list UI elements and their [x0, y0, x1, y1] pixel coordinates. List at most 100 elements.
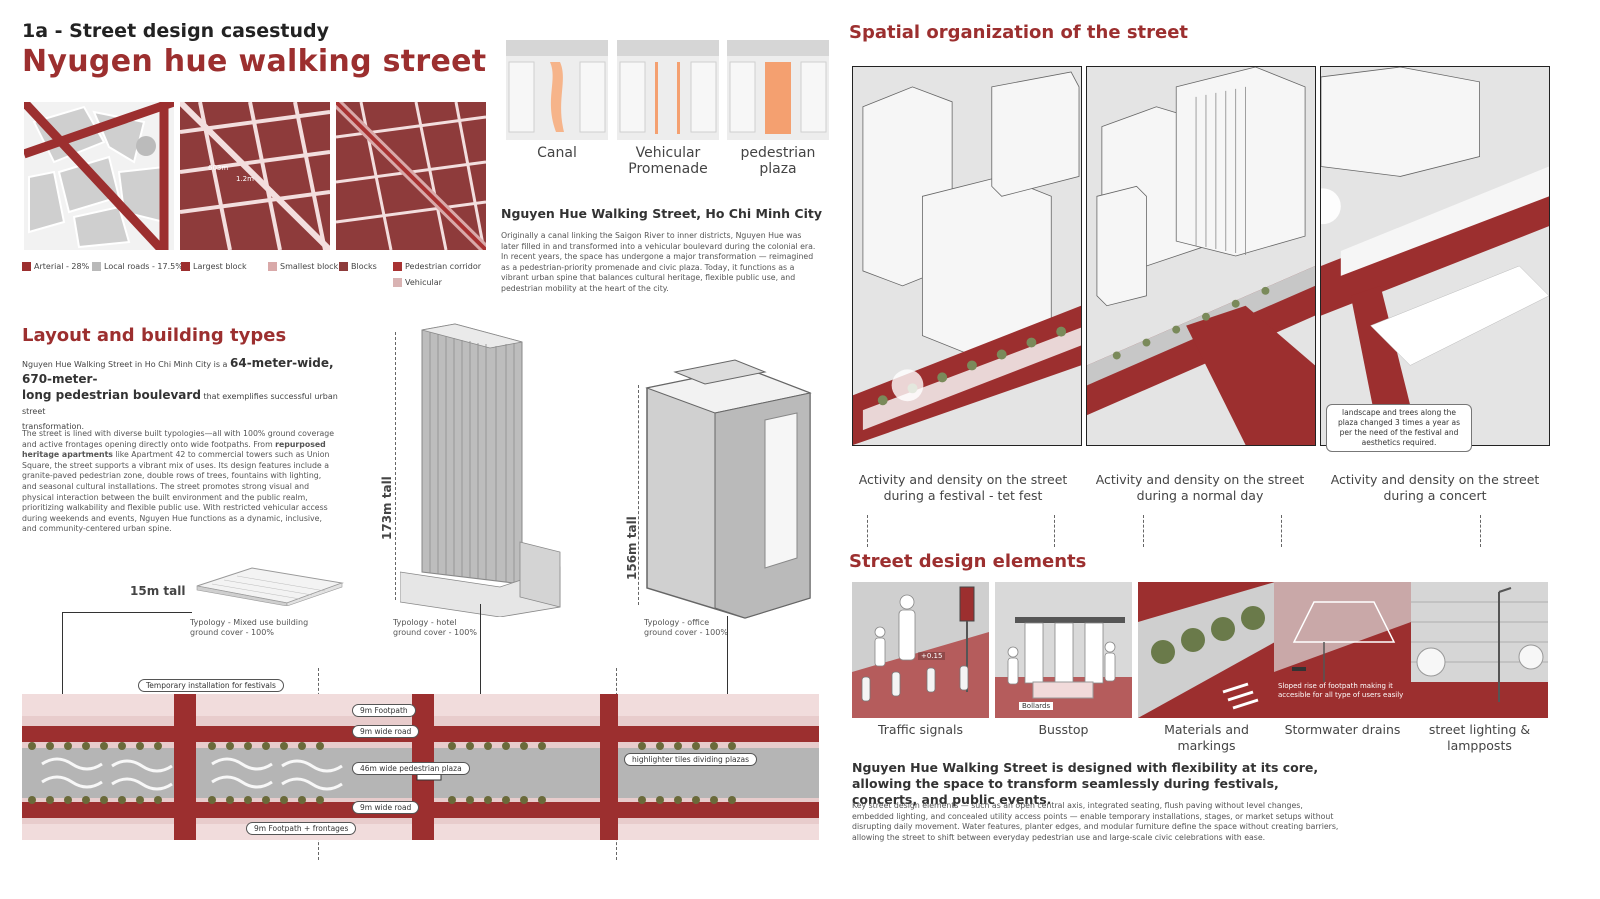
mixed-use-caption: Typology - Mixed use building ground cov…: [190, 618, 308, 638]
stormwater-label: Sloped rise of footpath making it accesi…: [1278, 682, 1404, 699]
caption-traffic-signals: Traffic signals: [877, 722, 964, 737]
page-kicker: 1a - Street design casestudy: [22, 20, 329, 42]
legend-swatch: [268, 262, 277, 271]
legend-label: Largest block: [193, 262, 247, 271]
closing-body: Key street design elements — such as an …: [852, 801, 1339, 842]
legend-swatch: [393, 262, 402, 271]
leader-line: [62, 612, 63, 696]
tag-highlighter-tiles: highlighter tiles dividing plazas: [624, 753, 758, 766]
legend-label: Arterial - 28%: [34, 262, 90, 271]
element-lighting: [1411, 582, 1548, 718]
bollards-label: Bollards: [1019, 702, 1054, 710]
spatial-heading: Spatial organization of the street: [849, 22, 1189, 43]
lead-text: Nguyen Hue Walking Street in Ho Chi Minh…: [22, 360, 228, 369]
leader-line: [62, 612, 192, 613]
caption-lighting: street lighting & lampposts: [1428, 722, 1531, 753]
spatial-panel-normal: [1086, 66, 1316, 446]
legend-label: Local roads - 17.5%: [104, 262, 183, 271]
caption-busstop: Busstop: [1038, 722, 1089, 737]
tag-footpath-bottom: 9m Footpath + frontages: [246, 822, 357, 835]
tag-road-bottom: 9m wide road: [352, 801, 420, 814]
typology-text: Typology - Mixed use building: [190, 618, 309, 627]
hotel-height-dimension: [395, 332, 396, 600]
legend-swatch: [339, 262, 348, 271]
legend-label: Smallest block: [280, 262, 339, 271]
legend-label: Blocks: [351, 262, 377, 271]
guide-line: [1281, 515, 1282, 547]
typology-text: Typology - office: [644, 618, 710, 627]
element-traffic-signals: +0.15: [852, 582, 989, 718]
body-text: The street is lined with diverse built t…: [22, 429, 335, 449]
layout-heading: Layout and building types: [22, 325, 287, 346]
layout-lead: Nguyen Hue Walking Street in Ho Chi Minh…: [22, 356, 342, 434]
body-bold: repurposed heritage apartments: [22, 439, 326, 460]
legend-arterial: Arterial - 28%: [22, 262, 89, 271]
legend-vehicular: Vehicular: [393, 278, 442, 287]
lead-length: 670-meter-: [22, 372, 98, 386]
legend-swatch: [22, 262, 31, 271]
intro-body: Originally a canal linking the Saigon Ri…: [501, 231, 816, 293]
tag-plaza-width: 46m wide pedestrian plaza: [352, 762, 470, 775]
leader-line: [480, 604, 481, 696]
body-text: like Apartment 42 to commercial towers s…: [22, 450, 330, 534]
legend-swatch: [393, 278, 402, 287]
lead-type: long pedestrian boulevard: [22, 388, 201, 402]
office-tower: [645, 358, 820, 620]
arterial-map: [24, 102, 174, 250]
legend-pedestrian: Pedestrian corridor: [393, 262, 481, 271]
guide-line: [1480, 515, 1481, 547]
legend-swatch: [92, 262, 101, 271]
tag-footpath-top: 9m Footpath: [352, 704, 416, 717]
evolution-label-canal: Canal: [537, 145, 577, 161]
guide-line: [1143, 515, 1144, 547]
mixed-use-building: [192, 558, 347, 607]
typology-text: Typology - hotel: [393, 618, 457, 627]
guide-line: [867, 515, 868, 547]
spatial-note: landscape and trees along the plaza chan…: [1326, 404, 1472, 452]
guide-line: [1054, 515, 1055, 547]
closing-heading: Nguyen Hue Walking Street is designed wi…: [852, 760, 1319, 807]
legend-label: Pedestrian corridor: [405, 262, 482, 271]
spatial-panel-festival: [852, 66, 1082, 446]
evolution-label-vehicular: Vehicular Promenade: [628, 145, 708, 177]
caption-materials: Materials and markings: [1164, 722, 1249, 753]
spatial-caption-normal: Activity and density on the street durin…: [1095, 472, 1305, 503]
layout-body: The street is lined with diverse built t…: [22, 429, 338, 535]
cover-text: ground cover - 100%: [644, 628, 728, 637]
office-height-label: 156m tall: [625, 516, 639, 580]
block-size-map: 603m 1.2m: [180, 102, 330, 250]
evolution-vehicular-panel: [617, 40, 719, 140]
hotel-height-label: 173m tall: [380, 476, 394, 540]
element-busstop: Bollards: [995, 582, 1132, 718]
office-caption: Typology - office ground cover - 100%: [644, 618, 728, 638]
office-height-dimension: [638, 385, 639, 605]
lead-text: transformation.: [22, 422, 84, 431]
largest-block-label: 603m: [208, 164, 229, 172]
tag-temporary-installation: Temporary installation for festivals: [138, 679, 284, 692]
spatial-caption-festival: Activity and density on the street durin…: [858, 472, 1068, 503]
page-title: Nyugen hue walking street: [22, 44, 487, 79]
intro-heading: Nguyen Hue Walking Street, Ho Chi Minh C…: [501, 206, 822, 221]
mixed-use-height-label: 15m tall: [130, 584, 186, 598]
legend-label: Vehicular: [405, 278, 442, 287]
evolution-label-plaza: pedestrian plaza: [740, 145, 816, 177]
caption-stormwater: Stormwater drains: [1284, 722, 1401, 737]
evolution-plaza-panel: [727, 40, 829, 140]
legend-swatch: [181, 262, 190, 271]
cover-text: ground cover - 100%: [190, 628, 274, 637]
hotel-tower: [399, 322, 565, 618]
legend-blocks: Blocks: [339, 262, 377, 271]
hotel-caption: Typology - hotel ground cover - 100%: [393, 618, 477, 638]
lead-text: that exemplifies successful urban street: [22, 392, 338, 416]
corridor-map: [336, 102, 486, 250]
legend-local-roads: Local roads - 17.5%: [92, 262, 183, 271]
element-materials: [1138, 582, 1275, 718]
smallest-block-label: 1.2m: [236, 175, 254, 183]
legend-smallest-block: Smallest block: [268, 262, 338, 271]
spatial-panel-concert: [1320, 66, 1550, 446]
tag-road-top: 9m wide road: [352, 725, 420, 738]
evolution-canal-panel: [506, 40, 608, 140]
spatial-caption-concert: Activity and density on the street durin…: [1330, 472, 1540, 503]
leader-line: [727, 616, 728, 696]
legend-largest-block: Largest block: [181, 262, 247, 271]
